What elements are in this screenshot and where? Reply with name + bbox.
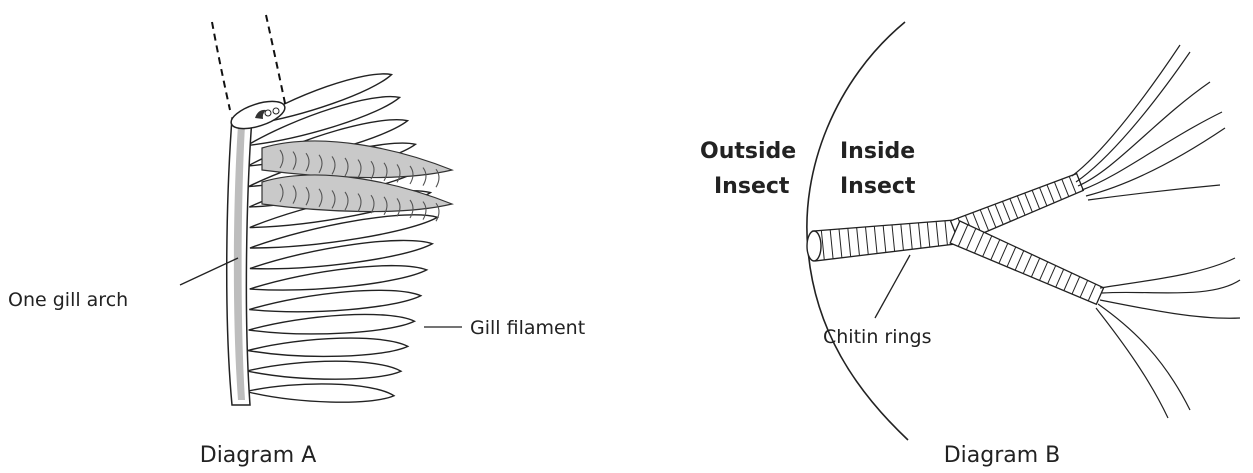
dashed-line-left — [212, 22, 230, 110]
trachea-segment — [950, 221, 1103, 304]
tracheoles-lower — [1096, 258, 1240, 418]
gill-filament — [247, 359, 401, 380]
tracheoles-upper — [1072, 45, 1225, 200]
gill-filament — [248, 313, 415, 337]
diagram-b: Outside Insect Inside Insect Chitin ring… — [700, 22, 1240, 468]
inside-insect-label-line2: Insect — [840, 174, 916, 199]
gill-arch-label: One gill arch — [8, 289, 128, 311]
inside-insect-label-line1: Inside — [840, 139, 915, 164]
diagram-b-caption: Diagram B — [944, 443, 1061, 468]
chitin-rings-leader — [875, 255, 910, 318]
diagram-a-caption: Diagram A — [200, 443, 317, 468]
outside-insect-label-line1: Outside — [700, 139, 796, 164]
gill-filament — [246, 380, 395, 405]
dashed-line-right — [266, 15, 286, 108]
gill-filament — [248, 338, 408, 357]
gill-rakers — [262, 141, 452, 221]
outside-insect-label-line2: Insect — [714, 174, 790, 199]
spiracle-opening — [807, 231, 821, 261]
gill-filament — [249, 287, 422, 316]
diagram-a: One gill arch Gill filament Diagram A — [8, 15, 585, 468]
gill-filament-label: Gill filament — [470, 317, 585, 339]
trachea-segment — [813, 220, 957, 261]
chitin-rings-label: Chitin rings — [823, 326, 932, 348]
